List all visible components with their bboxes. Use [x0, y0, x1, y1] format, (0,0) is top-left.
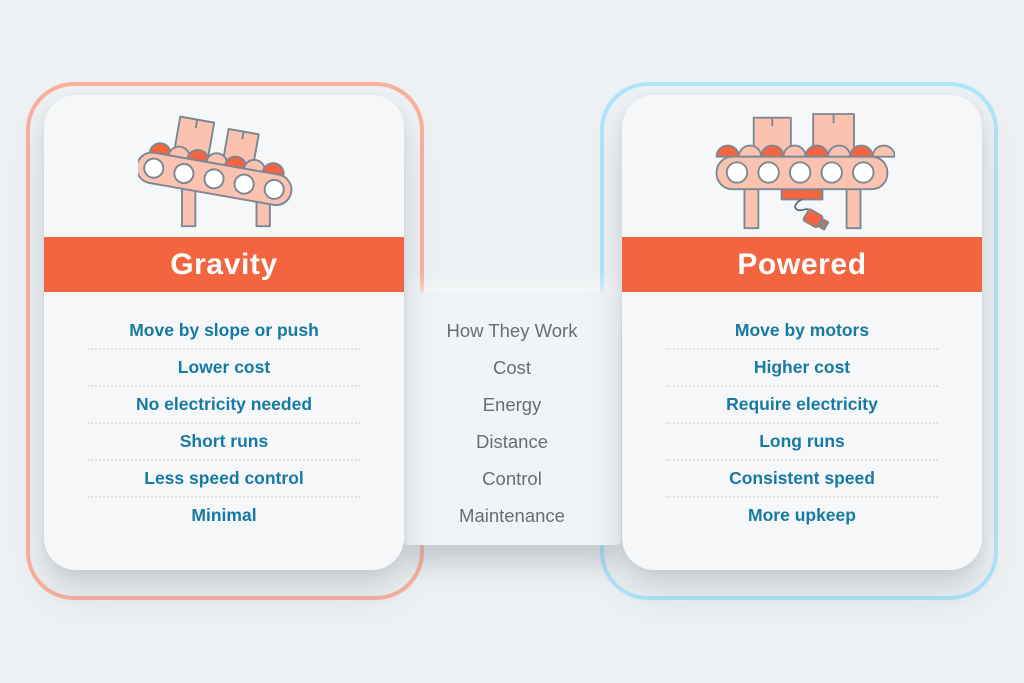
powered-value-distance: Long runs [666, 424, 938, 461]
gravity-value-cost: Lower cost [88, 350, 360, 387]
gravity-title: Gravity [170, 247, 278, 281]
category-label: How They Work [446, 320, 578, 341]
powered-value-how-they-work: Move by motors [666, 313, 938, 350]
powered-title: Powered [737, 247, 867, 281]
powered-value-energy: Require electricity [666, 387, 938, 424]
powered-value-maintenance: More upkeep [748, 505, 856, 525]
gravity-value-control: Less speed control [88, 461, 360, 498]
powered-card-header: Powered [622, 237, 982, 292]
category-label: Distance [476, 431, 548, 452]
powered-value-control: Consistent speed [666, 461, 938, 498]
category-label: Maintenance [459, 505, 565, 526]
category-label: Control [482, 468, 542, 489]
category-label: Cost [492, 357, 532, 378]
category-label: Energy [482, 394, 542, 415]
gravity-value-distance: Short runs [88, 424, 360, 461]
powered-conveyor-illustration [715, 113, 895, 231]
gravity-conveyor-icon [44, 95, 404, 237]
gravity-value-energy: No electricity needed [88, 387, 360, 424]
category-list: How They Work Cost Energy Distance Contr… [403, 312, 621, 534]
gravity-conveyor-illustration [138, 115, 293, 227]
gravity-value-how-they-work: Move by slope or push [88, 313, 360, 350]
powered-value-cost: Higher cost [666, 350, 938, 387]
powered-conveyor-icon [622, 95, 982, 237]
category-panel: How They Work Cost Energy Distance Contr… [403, 292, 621, 545]
gravity-value-list: Move by slope or push Lower cost No elec… [88, 313, 360, 535]
gravity-card-header: Gravity [44, 237, 404, 292]
powered-value-list: Move by motors Higher cost Require elect… [666, 313, 938, 535]
gravity-card: Gravity Move by slope or push Lower cost… [44, 95, 404, 570]
powered-card: Powered Move by motors Higher cost Requi… [622, 95, 982, 570]
gravity-value-maintenance: Minimal [191, 505, 257, 525]
